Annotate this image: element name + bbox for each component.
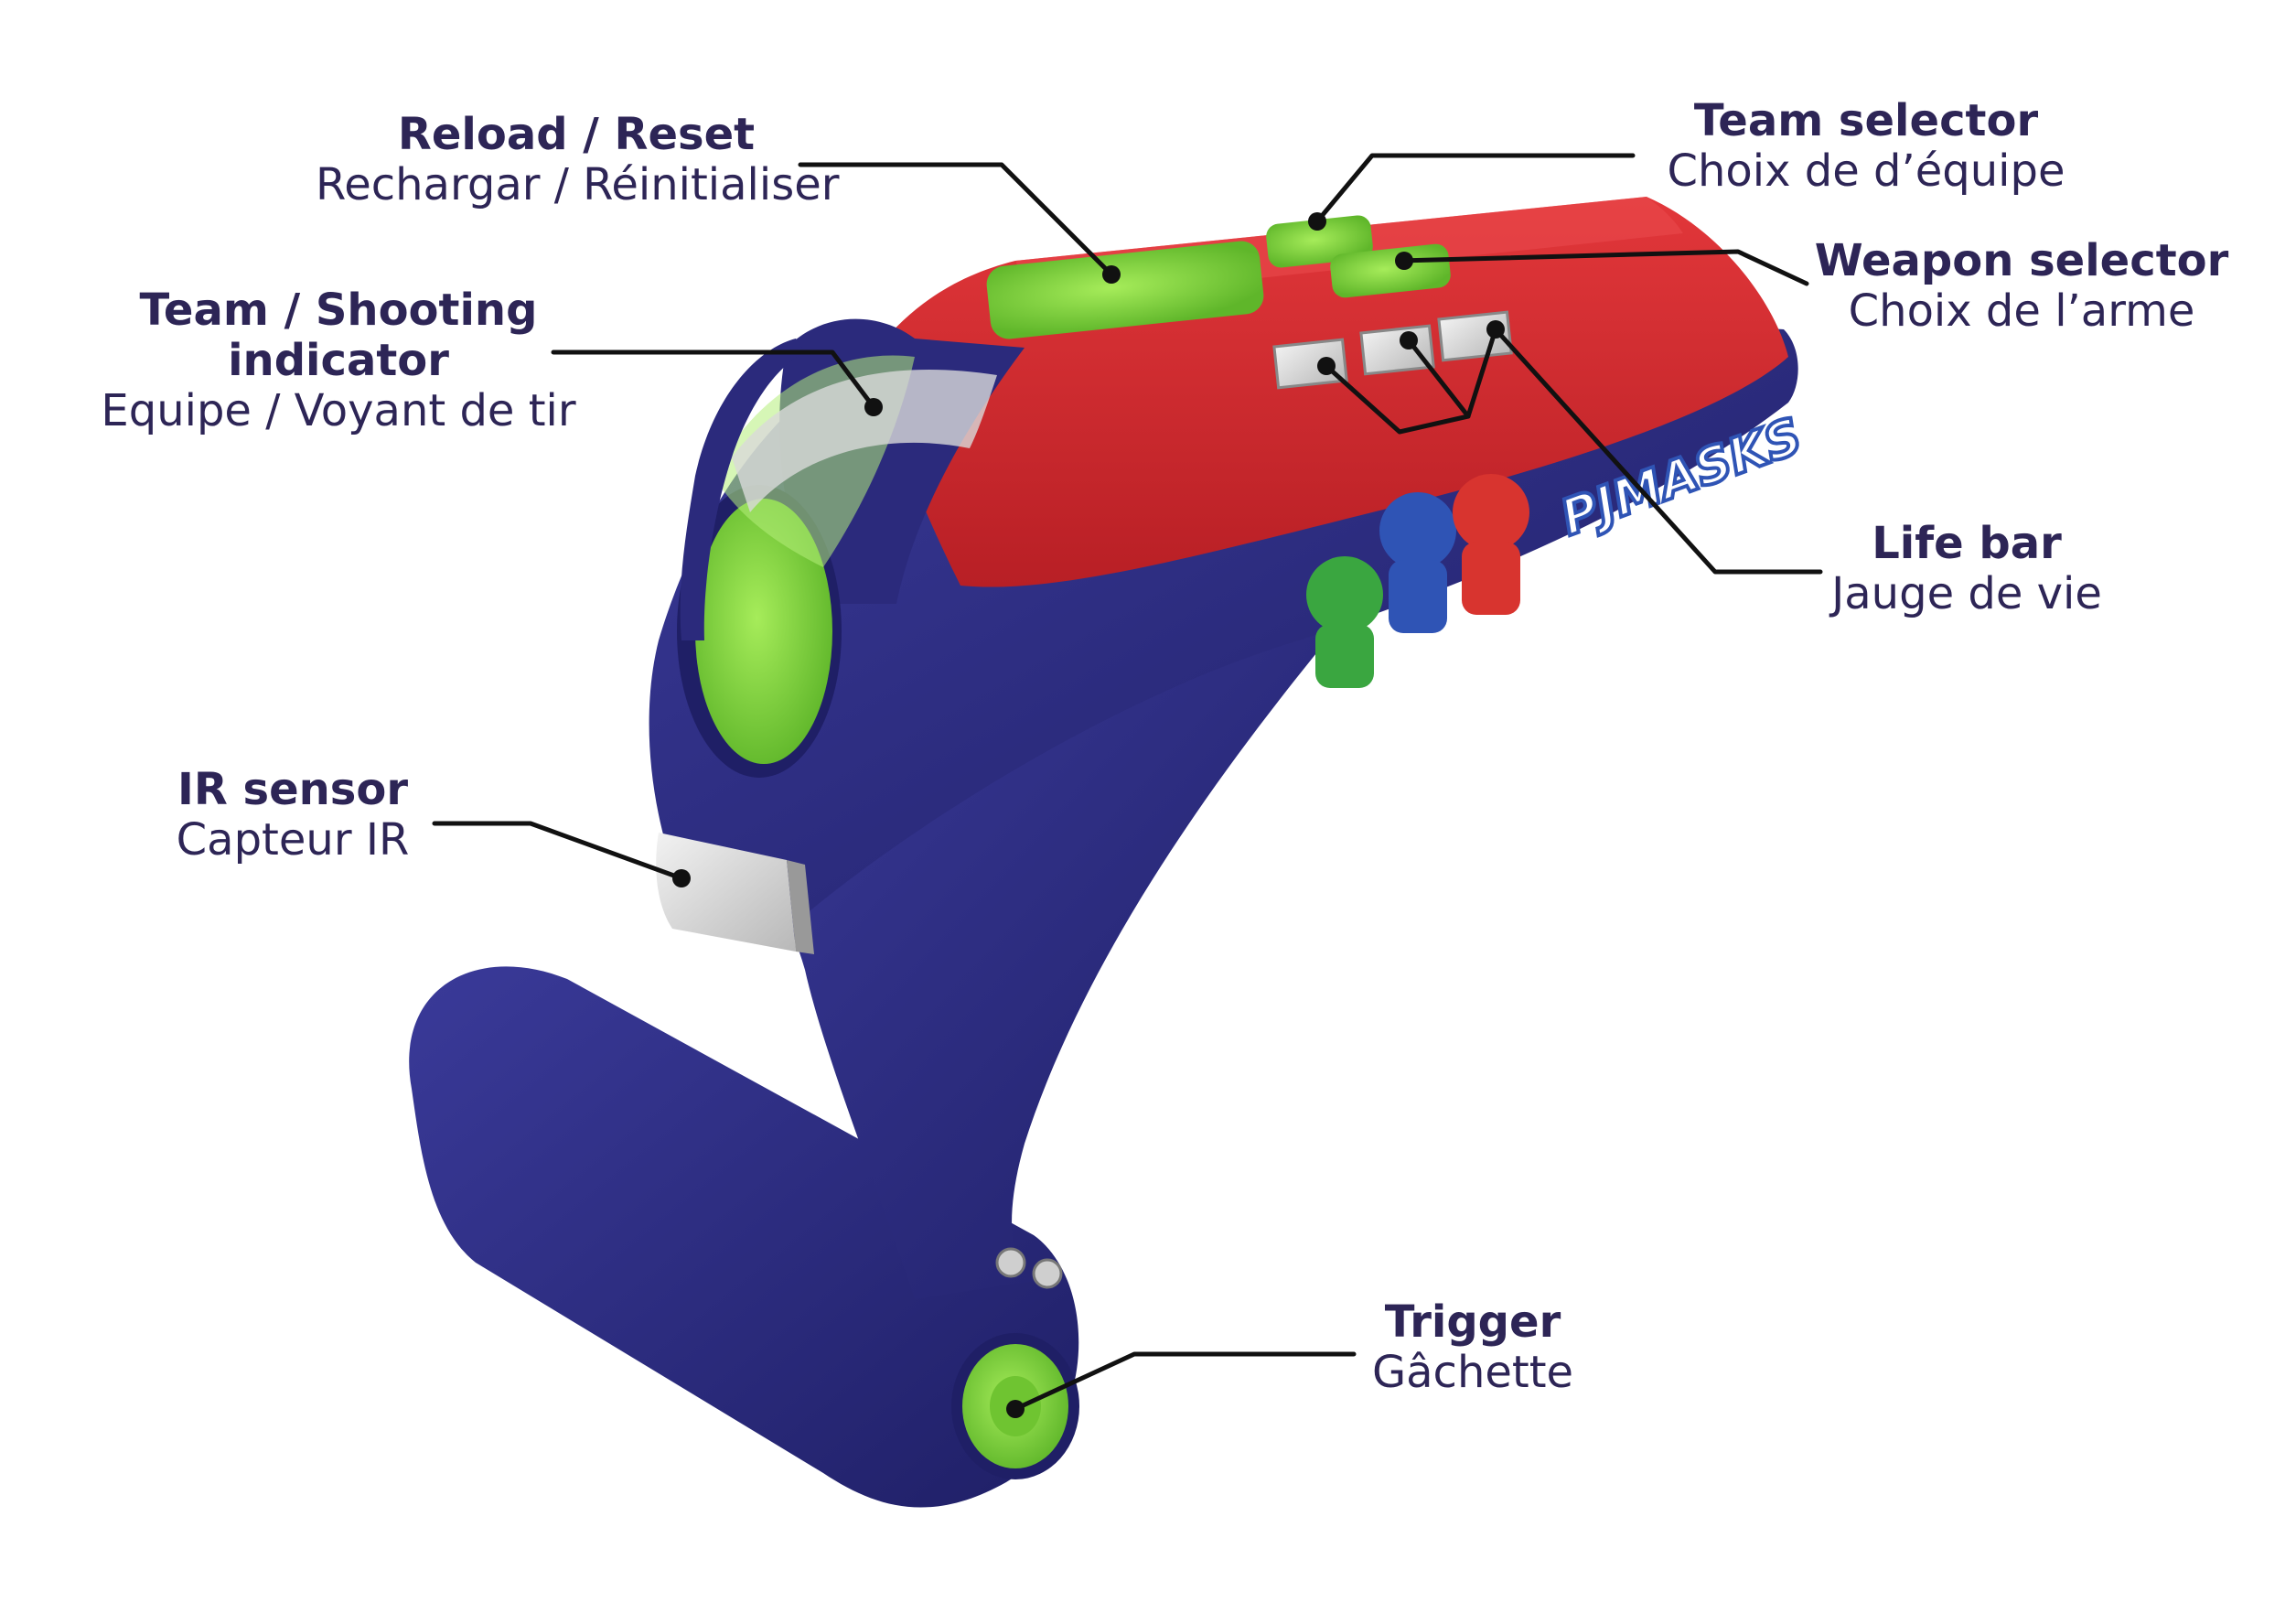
- life-bar-label: Life bar Jauge de vie: [1811, 518, 2122, 620]
- ir-sensor-label-fr: Capteur IR: [176, 814, 410, 866]
- weapon-selector-label-en: Weapon selector: [1814, 235, 2229, 286]
- trigger-label-en: Trigger: [1384, 1296, 1561, 1348]
- reload-leader: [798, 162, 1114, 277]
- trigger-leader: [1013, 1351, 1357, 1412]
- leader-dots: [672, 212, 1505, 1418]
- front-lens-housing: [677, 318, 1025, 778]
- ir-sensor: [656, 833, 814, 954]
- leader-lines: [432, 153, 1823, 1412]
- team-indicator-lens: [695, 499, 832, 764]
- reload-label: Reload / Reset Rechargar / Réinitialiser: [316, 109, 840, 211]
- team-selector-label-fr: Choix de d’équipe: [1667, 145, 2065, 198]
- life-bar-label-en: Life bar: [1872, 518, 2062, 569]
- ir-sensor-leader: [432, 821, 684, 881]
- screw: [1032, 1258, 1063, 1289]
- rear-loop: [680, 339, 805, 640]
- ir-sensor-label-en: IR sensor: [177, 764, 409, 815]
- team-indicator-label-fr: Equipe / Voyant de tir: [101, 385, 576, 437]
- handle-grip: [409, 966, 1079, 1508]
- team-selector-label-en: Team selector: [1693, 95, 2039, 146]
- weapon-selector-leader: [1397, 249, 1809, 286]
- screw: [995, 1247, 1026, 1278]
- character-stickers: [1306, 474, 1529, 688]
- team-indicator-label-en-2: indicator: [228, 335, 449, 387]
- life-bar-leader-c: [1493, 327, 1823, 575]
- trigger-label-fr: Gâchette: [1371, 1347, 1574, 1399]
- weapon-selector-label: Weapon selector Choix de l’arme: [1811, 235, 2232, 338]
- reload-button[interactable]: [985, 240, 1266, 341]
- life-bar-cell-2: [1359, 324, 1435, 376]
- team-indicator-leader: [551, 350, 876, 410]
- reload-label-en: Reload / Reset: [397, 109, 756, 160]
- team-selector-leader: [1314, 153, 1636, 224]
- life-bar-leader-a: [1324, 363, 1471, 435]
- team-indicator-label-en-1: Team / Shooting: [139, 285, 538, 336]
- ir-sensor-label: IR sensor Capteur IR: [146, 764, 439, 866]
- life-bar-label-fr: Jauge de vie: [1831, 568, 2102, 620]
- team-indicator-label: Team / Shooting indicator Equipe / Voyan…: [91, 285, 585, 437]
- reload-label-fr: Rechargar / Réinitialiser: [316, 159, 840, 211]
- life-bar-leader-b: [1406, 327, 1498, 419]
- weapon-selector-button[interactable]: [1329, 242, 1452, 298]
- team-selector-label: Team selector Choix de d’équipe: [1628, 95, 2104, 198]
- life-bar-cell-1: [1272, 338, 1348, 390]
- weapon-selector-label-fr: Choix de l’arme: [1848, 285, 2195, 338]
- trigger-label: Trigger Gâchette: [1345, 1296, 1601, 1399]
